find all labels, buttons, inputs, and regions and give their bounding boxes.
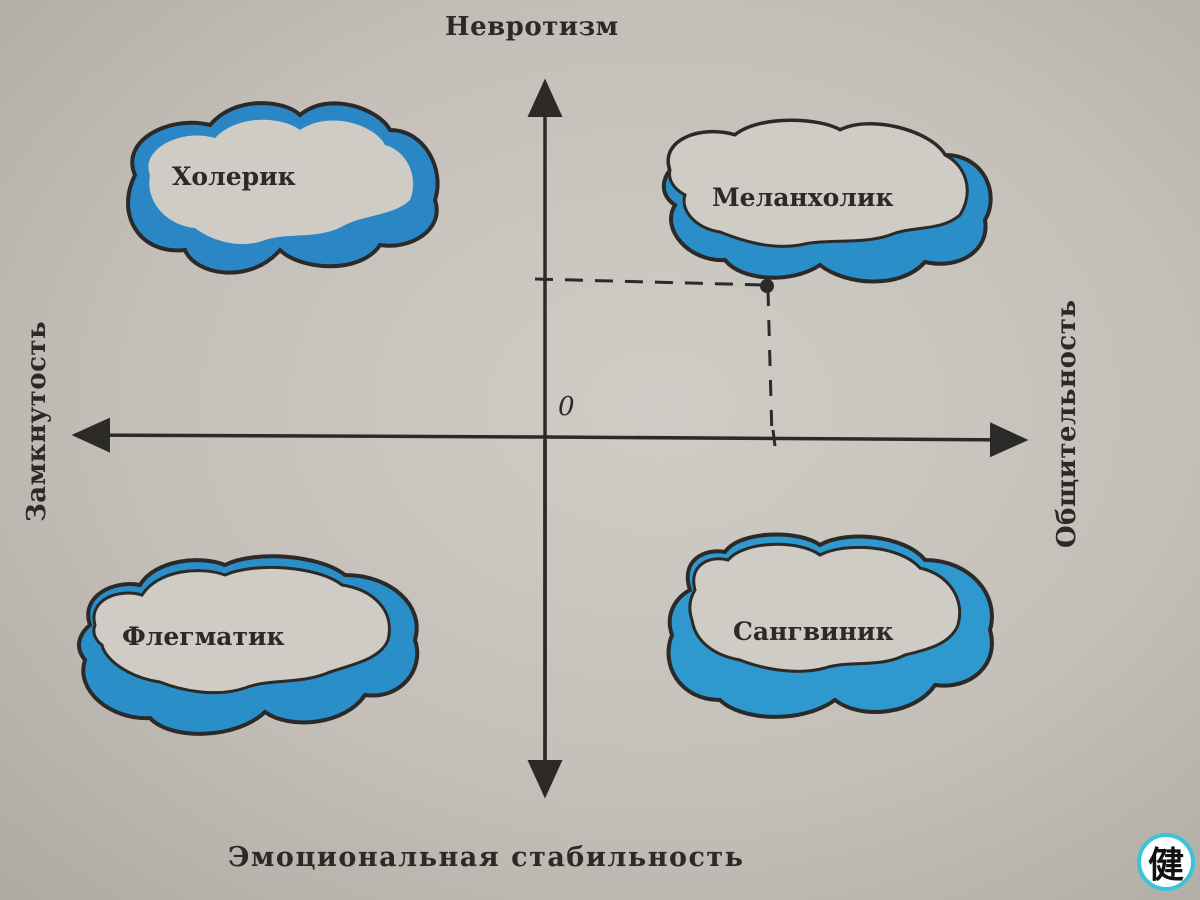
dashed-projection-vertical xyxy=(766,289,774,439)
quadrant-label-sanguine: Сангвиник xyxy=(733,617,894,646)
axis-label-right: Общительность xyxy=(1052,299,1082,549)
cloud-sanguine xyxy=(666,532,994,719)
watermark-badge: 健 xyxy=(1137,833,1195,891)
horizontal-axis-right xyxy=(544,422,1029,458)
axis-label-top: Невротизм xyxy=(445,12,619,42)
quadrant-label-phlegmatic: Флегматик xyxy=(122,622,285,651)
marked-point xyxy=(760,279,774,293)
cloud-melancholic xyxy=(661,118,993,284)
horizontal-axis-left xyxy=(71,417,546,453)
cloud-choleric xyxy=(126,101,440,275)
origin-label: 0 xyxy=(558,392,576,422)
quadrant-label-melancholic: Меланхолик xyxy=(712,183,894,212)
x-tick xyxy=(771,429,777,447)
dashed-projection-horizontal xyxy=(534,277,766,287)
axis-label-left: Замкнутость xyxy=(22,320,52,522)
watermark-glyph-icon: 健 xyxy=(1147,844,1184,886)
quadrant-label-choleric: Холерик xyxy=(172,162,296,191)
cloud-phlegmatic xyxy=(77,554,420,736)
axis-label-bottom: Эмоциональная стабильность xyxy=(228,842,745,873)
